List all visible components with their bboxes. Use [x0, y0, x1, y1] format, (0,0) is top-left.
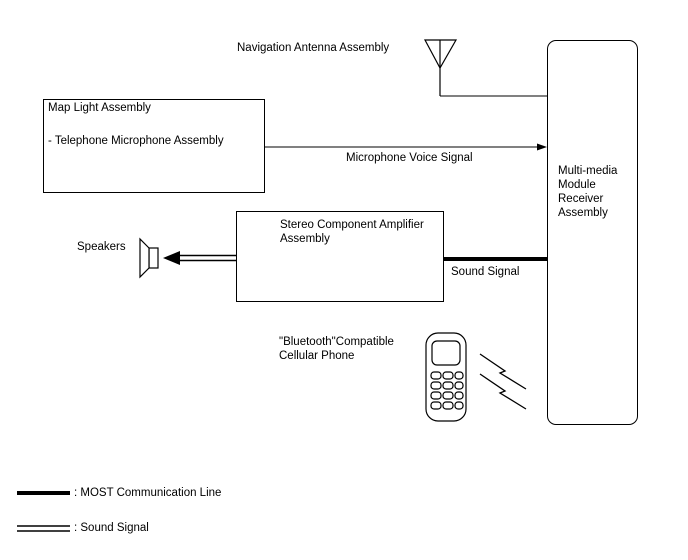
- legend-most-label: : MOST Communication Line: [74, 487, 222, 499]
- map-light-title: Map Light Assembly: [48, 102, 151, 114]
- navigation-antenna-label: Navigation Antenna Assembly: [237, 42, 390, 54]
- amplifier-label-line1: Stereo Component Amplifier: [280, 219, 424, 231]
- speakers-label: Speakers: [77, 241, 126, 253]
- speaker-sound-arrow: [163, 251, 236, 265]
- wireless-signal-icon: [479, 353, 527, 410]
- microphone-signal-arrow: [264, 143, 547, 151]
- phone-label-line1: "Bluetooth"Compatible: [279, 336, 394, 348]
- amplifier-label-line2: Assembly: [280, 233, 330, 245]
- legend-sound-label: : Sound Signal: [74, 522, 149, 534]
- legend-sound-line: [17, 525, 70, 532]
- telephone-microphone-label: - Telephone Microphone Assembly: [48, 135, 224, 147]
- receiver-label-line4: Assembly: [558, 207, 608, 219]
- antenna-icon: [423, 39, 458, 96]
- receiver-box: Multi-media Module Receiver Assembly: [547, 40, 638, 425]
- cellular-phone-icon: [425, 332, 467, 422]
- phone-label-line2: Cellular Phone: [279, 350, 355, 362]
- receiver-label-line2: Module: [558, 179, 596, 191]
- speaker-icon: [139, 237, 159, 279]
- microphone-voice-signal-label: Microphone Voice Signal: [346, 152, 473, 164]
- map-light-assembly-box: Map Light Assembly - Telephone Microphon…: [43, 99, 265, 193]
- receiver-label-line1: Multi-media: [558, 165, 618, 177]
- receiver-label-line3: Receiver: [558, 193, 604, 205]
- sound-signal-label: Sound Signal: [451, 266, 520, 278]
- amplifier-box: Stereo Component Amplifier Assembly: [236, 211, 444, 302]
